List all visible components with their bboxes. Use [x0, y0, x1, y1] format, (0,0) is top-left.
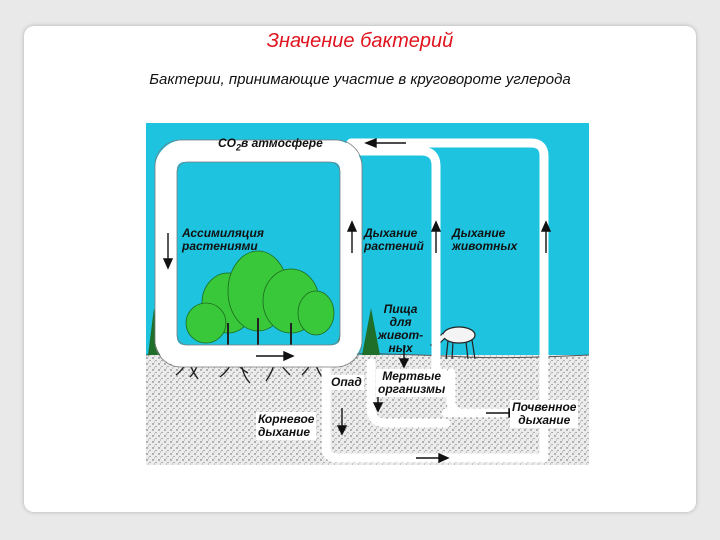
animal-respiration-line1: Дыхание: [452, 226, 506, 240]
label-plant-respiration: Дыхание растений: [364, 227, 424, 253]
dead-organisms-line2: организмы: [378, 382, 446, 396]
food-line4: ных: [388, 341, 413, 355]
soil-respiration-line1: Почвенное: [512, 400, 577, 414]
dead-organisms-line1: Мертвые: [382, 369, 442, 383]
plant-respiration-line2: растений: [364, 239, 424, 253]
label-soil-respiration: Почвенное дыхание: [510, 400, 579, 428]
root-respiration-band: [321, 358, 549, 463]
label-food-for-animals: Пища для живот- ных: [378, 303, 423, 355]
co2-suffix: в атмосфере: [241, 136, 323, 150]
carbon-cycle-diagram: CO2в атмосфере Ассимиляция растениями Ды…: [146, 123, 589, 465]
soil-respiration-line2: дыхание: [518, 413, 571, 427]
label-animal-respiration: Дыхание животных: [452, 227, 517, 253]
root-respiration-line1: Корневое: [258, 412, 315, 426]
forest: [185, 250, 335, 344]
soil-loop-band: [346, 138, 549, 418]
food-line1: Пища: [383, 302, 418, 316]
label-dead-organisms: Мертвые организмы: [376, 369, 448, 397]
animal-loop-band: [346, 146, 441, 378]
label-litter: Опад: [329, 375, 364, 390]
food-line3: живот-: [378, 328, 424, 342]
slide-subtitle: Бактерии, принимающие участие в круговор…: [149, 71, 571, 88]
dead-organisms-band: [446, 368, 549, 418]
plant-respiration-line1: Дыхание: [364, 226, 418, 240]
root-respiration-line2: дыхание: [258, 425, 311, 439]
label-root-respiration: Корневое дыхание: [256, 412, 317, 440]
animal-respiration-line2: животных: [452, 239, 518, 253]
label-assimilation: Ассимиляция растениями: [182, 227, 264, 253]
co2-prefix: CO: [218, 136, 236, 150]
assimilation-line2: растениями: [182, 239, 258, 253]
assimilation-line1: Ассимиляция: [182, 226, 264, 240]
slide-title: Значение бактерий: [266, 30, 454, 52]
label-co2-atmosphere: CO2в атмосфере: [218, 137, 323, 154]
decomposition-band: [366, 358, 451, 428]
co2-subscript: 2: [236, 142, 242, 153]
food-line2: для: [389, 315, 412, 329]
